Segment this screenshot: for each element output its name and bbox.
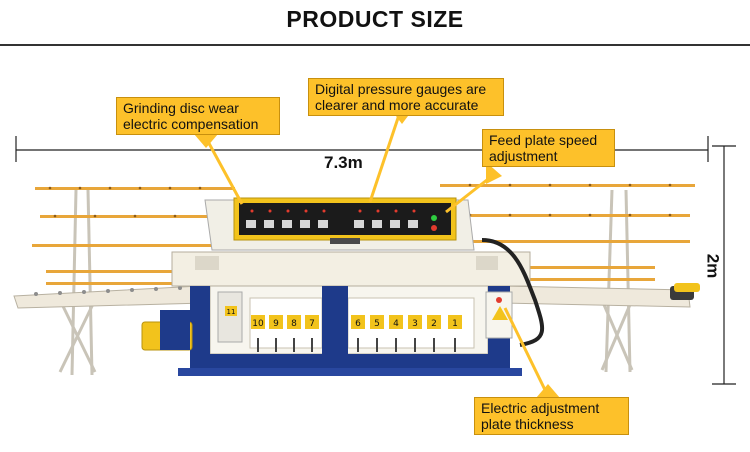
head-number-6: 6 <box>355 319 361 329</box>
head-number-10: 10 <box>252 319 264 329</box>
callout-feed-speed: Feed plate speed adjustment <box>482 129 615 167</box>
title-divider <box>0 44 750 46</box>
head-number-4: 4 <box>393 319 399 329</box>
right-control-box <box>485 291 513 339</box>
upper-housing <box>171 251 531 287</box>
callout-digital-gauges: Digital pressure gauges are clearer and … <box>308 78 504 116</box>
height-dimension-label: 2m <box>703 253 723 279</box>
motor-unit: 11 <box>141 291 243 351</box>
head-number-3: 3 <box>412 319 418 329</box>
power-cable <box>481 238 545 347</box>
head-number-7: 7 <box>309 319 315 329</box>
motor-tag: 11 <box>227 308 236 316</box>
callout-plate-thickness: Electric adjustment plate thickness <box>474 397 629 435</box>
left-conveyor <box>13 285 206 309</box>
head-number-5: 5 <box>374 319 380 329</box>
callout-leaders <box>203 111 550 397</box>
head-number-9: 9 <box>273 319 279 329</box>
head-number-2: 2 <box>431 319 437 329</box>
length-dimension-label: 7.3m <box>324 153 363 172</box>
grinding-heads: 10 9 8 7 6 5 4 3 2 1 <box>209 285 489 355</box>
height-dimension-line <box>712 145 736 385</box>
callout-grinding-compensation: Grinding disc wear electric compensation <box>116 97 280 135</box>
page-title: PRODUCT SIZE <box>286 6 464 32</box>
right-conveyor <box>499 283 700 308</box>
head-number-1: 1 <box>452 319 458 329</box>
glass-rails <box>32 183 695 285</box>
control-panel <box>204 197 475 251</box>
head-number-8: 8 <box>291 319 297 329</box>
